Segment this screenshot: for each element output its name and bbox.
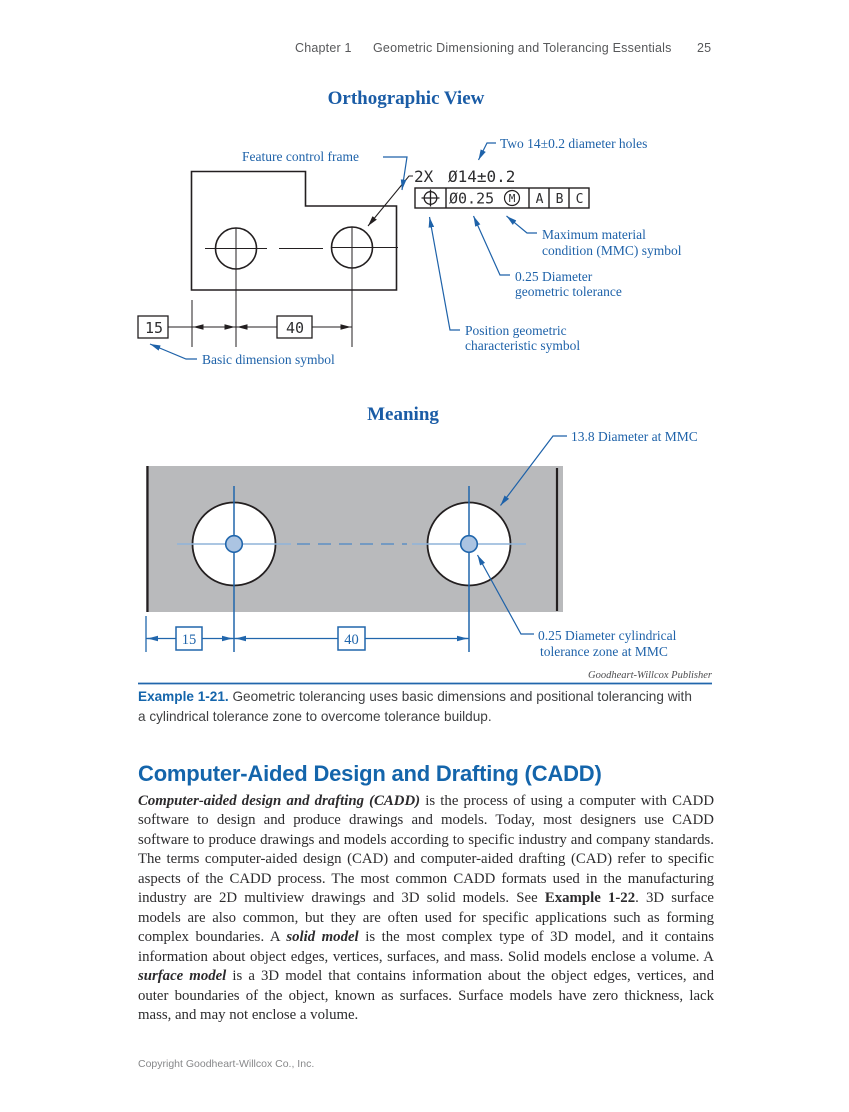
fcf-datum-a: A — [536, 192, 544, 207]
fcf-mmc-letter: M — [509, 192, 516, 205]
label-tolerance-zone-line1: 0.25 Diameter cylindrical — [538, 628, 677, 643]
caption-label: Example 1-21. — [138, 689, 229, 704]
ortho-dim-15: 15 — [145, 319, 163, 337]
body-text-a: is the process of using a computer with … — [138, 793, 715, 907]
body-text-b: . 3D surface models are also common, but… — [138, 890, 714, 946]
ortho-callout-leaders — [149, 142, 537, 360]
body-text-d: is a 3D model that contains information … — [138, 968, 714, 1023]
crosshair-vertical — [233, 486, 470, 652]
fcf-datum-b: B — [556, 192, 564, 207]
orthographic-view-drawing: 15 40 2X Ø14±0.2 Ø0.25 M A B C — [137, 136, 682, 367]
example-ref: Example 1-22 — [544, 890, 636, 907]
label-two-holes: Two 14±0.2 diameter holes — [500, 136, 647, 151]
label-position-line2: characteristic symbol — [465, 338, 580, 353]
meaning-dim-15: 15 — [182, 632, 197, 648]
label-basic-dimension: Basic dimension symbol — [202, 352, 335, 367]
label-tolerance-zone-line2: tolerance zone at MMC — [540, 644, 668, 659]
note-leader-line — [367, 175, 413, 227]
part-outline — [190, 170, 398, 291]
meaning-dim-40: 40 — [344, 632, 359, 648]
tolerance-zone-right — [459, 534, 479, 554]
label-mmc-diameter: 13.8 Diameter at MMC — [571, 429, 698, 444]
meaning-dimension-lines — [145, 616, 469, 652]
meaning-title: Meaning — [367, 404, 439, 425]
fcf-tolerance: Ø0.25 — [449, 190, 494, 208]
basic-dim-box-40-meaning — [337, 626, 366, 651]
ortho-dim-40: 40 — [286, 319, 304, 337]
body-paragraph: Computer-aided design and drafting (CADD… — [138, 792, 714, 1025]
term-surface-model: surface model — [138, 968, 227, 985]
basic-dim-box-40 — [276, 315, 313, 339]
basic-dim-box-15 — [137, 315, 169, 339]
tolerance-zone-left — [224, 534, 244, 554]
hole-note-qty: 2X — [414, 167, 434, 186]
ortho-view-title: Orthographic View — [328, 88, 485, 109]
figure-caption: Example 1-21. Geometric tolerancing uses… — [138, 687, 694, 726]
fcf-datum-c: C — [576, 192, 584, 207]
centerlines — [191, 227, 398, 347]
meaning-drawing: 15 40 13.8 Diameter at MMC 0.25 Diameter… — [145, 429, 698, 659]
label-mmc-line1: Maximum material — [542, 227, 646, 242]
caption-text: Geometric tolerancing uses basic dimensi… — [138, 689, 692, 724]
feature-control-frame: Ø0.25 M A B C — [414, 187, 590, 209]
header-page-number: 25 — [697, 41, 712, 55]
section-heading: Computer-Aided Design and Drafting (CADD… — [138, 761, 602, 786]
term-cadd: Computer-aided design and drafting (CADD… — [138, 793, 421, 809]
label-tolerance-line1: 0.25 Diameter — [515, 269, 593, 284]
position-symbol-icon — [421, 189, 440, 207]
label-mmc-line2: condition (MMC) symbol — [542, 243, 682, 258]
header-chapter: Chapter 1 — [295, 41, 352, 55]
label-position-line1: Position geometric — [465, 323, 567, 338]
header-title: Geometric Dimensioning and Tolerancing E… — [373, 41, 672, 55]
hole-note-dim: Ø14±0.2 — [448, 167, 515, 186]
label-tolerance-line2: geometric tolerance — [515, 284, 622, 299]
body-text-c: is the most complex type of 3D model, an… — [138, 929, 714, 965]
hole-right — [330, 226, 374, 269]
mmc-circle-icon — [503, 189, 521, 207]
basic-dim-box-15-meaning — [175, 626, 203, 651]
hole-left — [214, 227, 258, 270]
part-section-edges — [146, 466, 559, 612]
meaning-callout-leaders — [476, 435, 567, 635]
term-solid-model: solid model — [286, 929, 359, 946]
figure-example-1-21: Orthographic View 15 40 2X — [137, 88, 713, 685]
publisher-credit: Goodheart-Willcox Publisher — [588, 670, 713, 681]
page-footer: Copyright Goodheart-Willcox Co., Inc. — [138, 1058, 315, 1070]
label-feature-control-frame: Feature control frame — [242, 149, 359, 164]
